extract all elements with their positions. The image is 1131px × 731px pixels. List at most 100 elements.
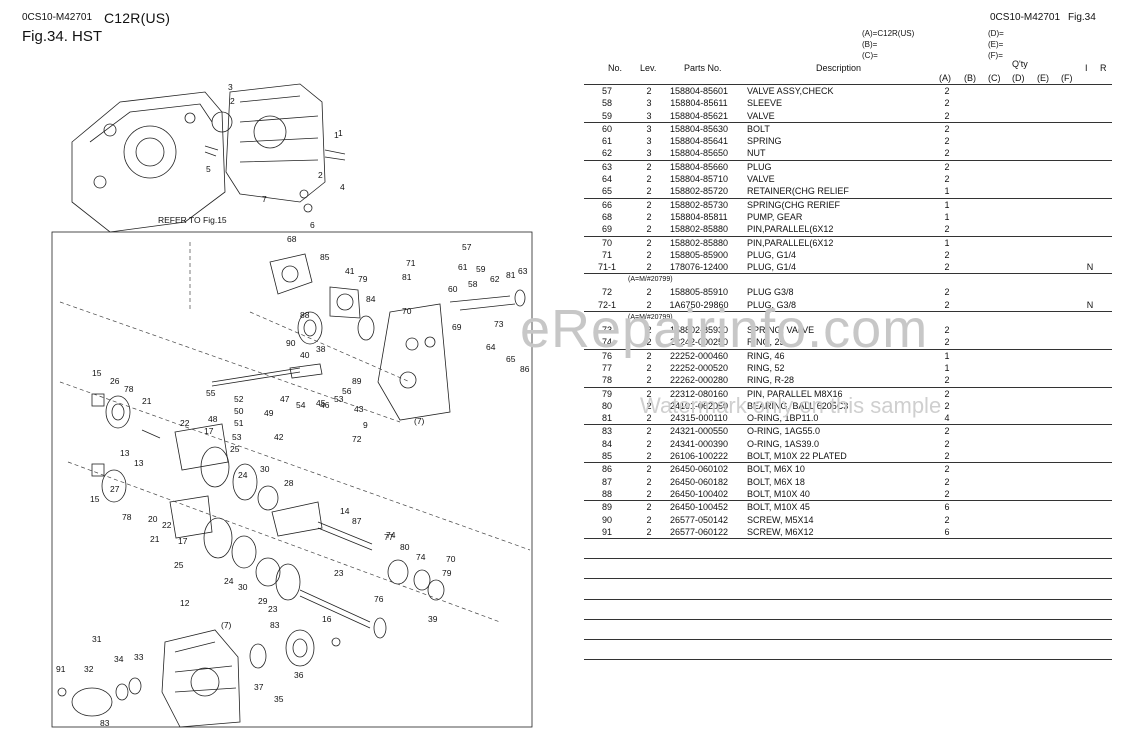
cell-description: SPRING(CHG RERIEF: [747, 199, 841, 210]
cell-description: O-RING, 1AS39.0: [747, 438, 820, 449]
cell-lev: 2: [646, 262, 652, 273]
callout-73: 73: [494, 319, 504, 329]
blank-row: [584, 618, 1112, 639]
cell-parts-no: 22252-000520: [669, 362, 729, 373]
callout-2: 2: [318, 170, 323, 180]
cell-description: PUMP, GEAR: [747, 211, 803, 222]
blank-row: [584, 598, 1112, 619]
cell-lev: 2: [646, 287, 652, 298]
callout-26: 26: [110, 376, 120, 386]
callout-57: 57: [462, 242, 472, 252]
callout-69: 69: [452, 322, 462, 332]
callout-45: 45: [316, 398, 326, 408]
cell-lev: 3: [646, 98, 652, 109]
cell-description: BEARING, BALL 6205C3: [747, 400, 849, 411]
cell-qty-a: 2: [944, 249, 950, 260]
cell-parts-no: 158804-85660: [669, 161, 729, 172]
callout-28: 28: [284, 478, 294, 488]
cell-lev: 3: [646, 123, 652, 134]
cell-lev: 2: [646, 325, 652, 336]
cell-lev: 2: [646, 174, 652, 185]
cell-lev: 2: [646, 350, 652, 361]
cell-no: 77: [601, 362, 612, 373]
col-i: I: [1085, 63, 1088, 73]
cell-parts-no: 158802-85880: [669, 224, 729, 235]
callout-81: 81: [506, 270, 516, 280]
callout-6: 6: [310, 220, 315, 230]
cell-lev: 3: [646, 136, 652, 147]
callout-64: 64: [486, 342, 496, 352]
cell-no: 79: [601, 388, 612, 399]
cell-description: BOLT, M10X 40: [747, 488, 810, 499]
callout-2: 2: [230, 96, 235, 106]
callout-88: 88: [300, 310, 310, 320]
col-description: Description: [816, 63, 862, 73]
cell-parts-no: 158804-85641: [669, 136, 729, 147]
callout-29: 29: [258, 596, 268, 606]
cell-r: N: [1086, 299, 1094, 310]
callout-79: 79: [442, 568, 452, 578]
callout-16: 16: [322, 614, 332, 624]
cell-no: 59: [601, 110, 612, 121]
callout-84: 84: [366, 294, 376, 304]
cell-description: NUT: [747, 148, 766, 159]
cell-lev: 2: [646, 86, 652, 96]
cell-qty-a: 6: [944, 502, 950, 513]
callout-76: 76: [374, 594, 384, 604]
cell-lev: 2: [646, 488, 652, 499]
cell-qty-a: 2: [944, 136, 950, 147]
cell-description: VALVE ASSY,CHECK: [747, 86, 834, 96]
callout-63: 63: [518, 266, 528, 276]
cell-no: 72: [601, 287, 612, 298]
model-f: (F)=: [988, 51, 1003, 60]
figure-title: Fig.34. HST: [22, 28, 103, 45]
cell-lev: 2: [646, 161, 652, 172]
callout-1: 1: [338, 128, 343, 138]
cell-qty-a: 2: [944, 287, 950, 298]
model-a: (A)=C12R(US): [862, 29, 915, 38]
cell-description: VALVE: [747, 110, 775, 121]
callout-56: 56: [342, 386, 352, 396]
callout-65: 65: [506, 354, 516, 364]
cell-qty-a: 2: [944, 464, 950, 475]
cell-parts-no: 158802-85720: [669, 186, 729, 197]
cell-lev: 2: [646, 375, 652, 386]
doc-code-right: 0CS10-M42701: [990, 12, 1061, 23]
cell-qty-a: 2: [944, 174, 950, 185]
callout-4: 4: [340, 182, 345, 192]
callout-35: 35: [274, 694, 284, 704]
cell-no: 61: [601, 136, 612, 147]
cell-parts-no: 26450-100452: [669, 502, 729, 513]
cell-lev: 2: [646, 476, 652, 487]
parts-table-header: No. Lev. Parts No. Description Q'ty (A) …: [584, 58, 1112, 84]
model-legend-right: (D)= (E)= (F)=: [988, 28, 1004, 61]
callout-72: 72: [352, 434, 362, 444]
model-title: C12R(US): [104, 10, 171, 26]
callout-85: 85: [320, 252, 330, 262]
cell-no: 72-1: [597, 299, 616, 310]
cell-parts-no: 22242-000250: [669, 337, 729, 348]
callout-7: (7): [221, 620, 232, 630]
cell-no: 85: [601, 451, 612, 462]
cell-description: RING, 52: [747, 362, 785, 373]
cell-lev: 2: [646, 362, 652, 373]
cell-qty-a: 6: [944, 526, 950, 537]
callout-86: 86: [520, 364, 530, 374]
callout-50: 50: [234, 406, 244, 416]
callout-21: 21: [142, 396, 152, 406]
col-b: (B): [964, 73, 976, 83]
cell-qty-a: 2: [944, 375, 950, 386]
cell-no: 74: [601, 337, 612, 348]
watermark-subtext: Watermark only on this sample: [640, 393, 942, 418]
blank-row: [584, 538, 1112, 558]
col-c: (C): [988, 73, 1001, 83]
